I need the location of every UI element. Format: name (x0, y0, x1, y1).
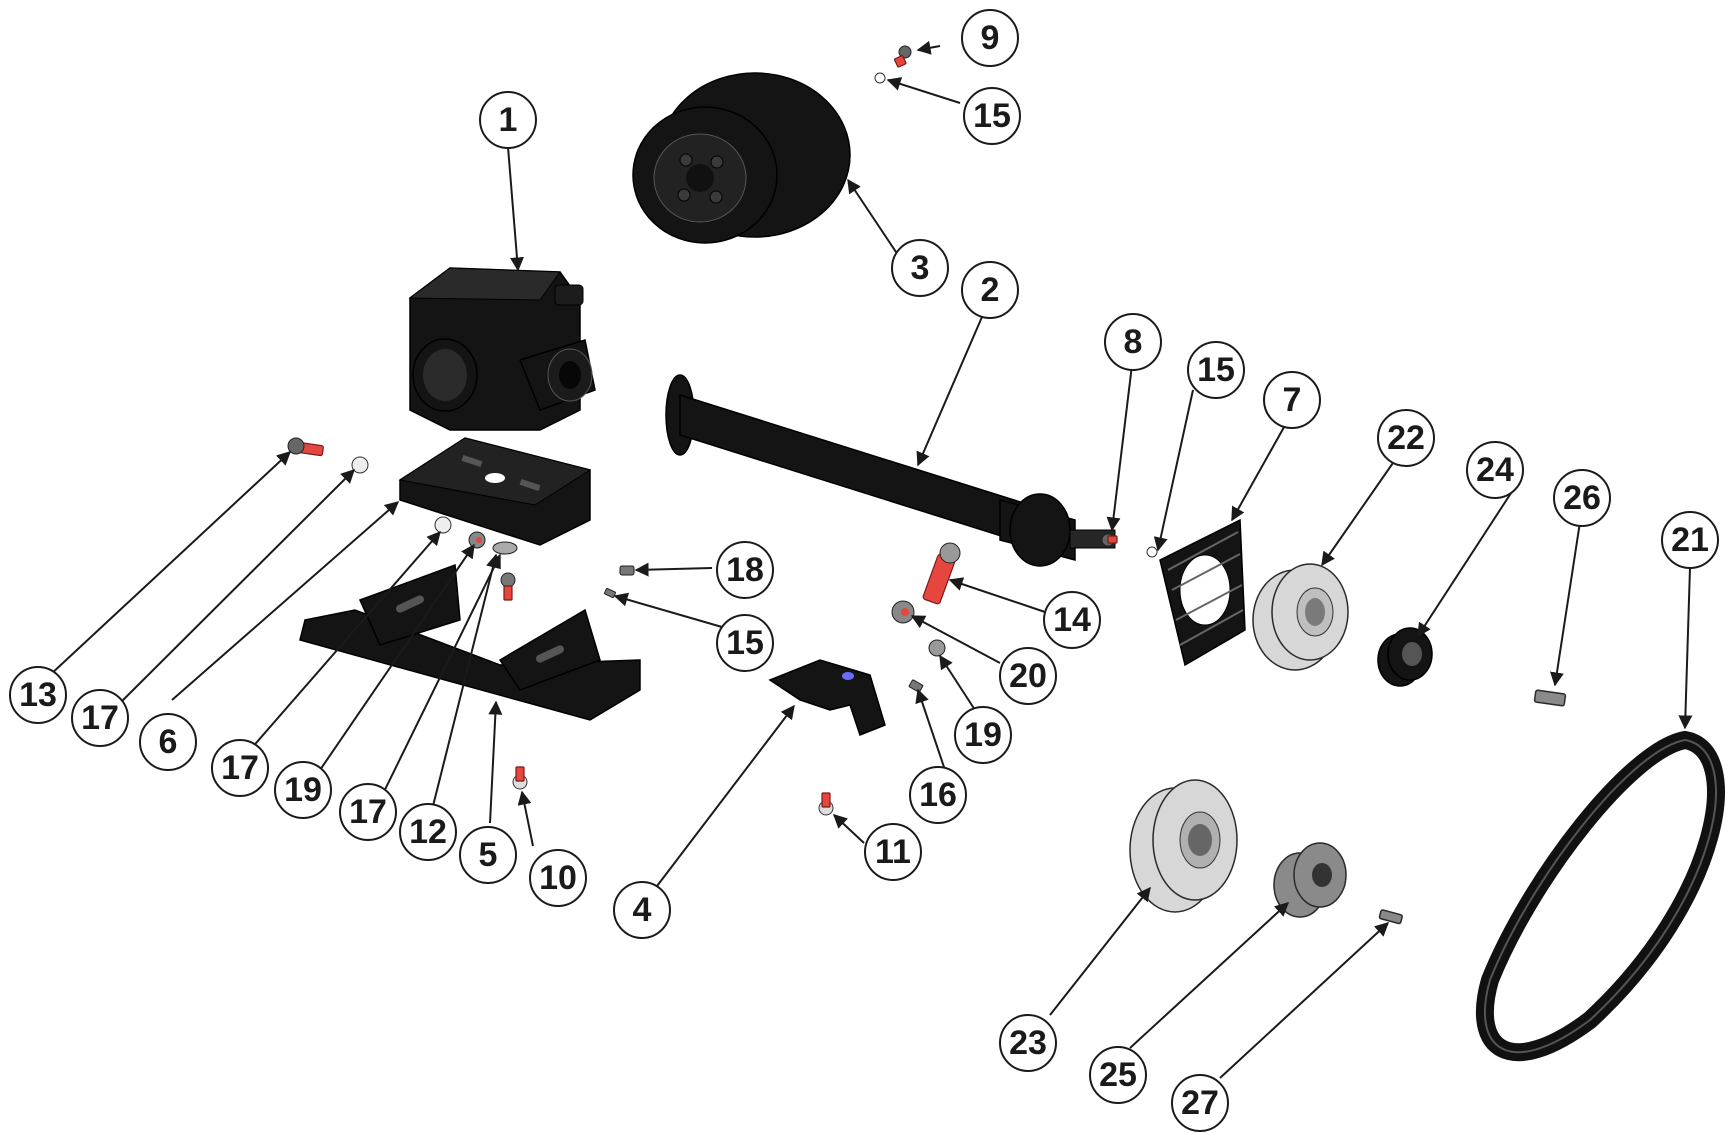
part-base-bracket (299, 563, 641, 721)
callout-19-left: 19 (274, 761, 332, 819)
svg-text:27: 27 (1181, 1084, 1219, 1122)
callout-23: 23 (999, 1014, 1057, 1072)
svg-text:4: 4 (633, 891, 652, 929)
callout-22: 22 (1377, 409, 1435, 467)
callout-10: 10 (529, 849, 587, 907)
svg-text:19: 19 (964, 716, 1002, 754)
callout-11: 11 (864, 823, 922, 881)
callout-15-top: 15 (963, 87, 1021, 145)
callout-4: 4 (613, 881, 671, 939)
callout-18: 18 (716, 541, 774, 599)
callout-17-left: 17 (71, 689, 129, 747)
callout-27: 27 (1171, 1074, 1229, 1132)
part-hub-bushing (1273, 842, 1347, 918)
svg-text:15: 15 (1197, 351, 1235, 389)
svg-text:22: 22 (1387, 419, 1425, 457)
callout-25: 25 (1089, 1046, 1147, 1104)
svg-text:14: 14 (1053, 601, 1091, 639)
svg-text:5: 5 (479, 836, 498, 874)
svg-text:18: 18 (726, 551, 764, 589)
callout-8: 8 (1104, 313, 1162, 371)
callout-2: 2 (961, 261, 1019, 319)
callout-bubbles: 1 2 3 4 5 6 7 8 9 10 11 12 13 14 15 15 1… (9, 9, 1719, 1132)
callout-12: 12 (399, 803, 457, 861)
svg-text:25: 25 (1099, 1056, 1137, 1094)
callout-3: 3 (891, 239, 949, 297)
part-seal-plate (1159, 518, 1246, 667)
svg-text:10: 10 (539, 859, 577, 897)
svg-text:23: 23 (1009, 1024, 1047, 1062)
callout-17-lower: 17 (339, 783, 397, 841)
svg-text:13: 13 (19, 676, 57, 714)
part-double-pulley (1252, 563, 1349, 671)
part-lower-pulley (1129, 779, 1238, 913)
part-key-27 (1378, 909, 1403, 925)
callout-16: 16 (909, 766, 967, 824)
svg-text:17: 17 (221, 749, 259, 787)
svg-text:12: 12 (409, 813, 447, 851)
part-small-bracket (768, 659, 886, 736)
svg-text:19: 19 (284, 771, 322, 809)
svg-text:8: 8 (1124, 323, 1143, 361)
part-large-pulley (632, 72, 851, 244)
svg-text:26: 26 (1563, 479, 1601, 517)
leader-lines (49, 40, 1693, 1079)
svg-text:7: 7 (1283, 381, 1302, 419)
part-mounting-plate (398, 437, 592, 546)
callout-15-middle: 15 (716, 614, 774, 672)
callout-24: 24 (1466, 441, 1524, 499)
svg-text:17: 17 (349, 793, 387, 831)
callout-6: 6 (139, 713, 197, 771)
callout-5: 5 (459, 826, 517, 884)
callout-13: 13 (9, 666, 67, 724)
part-key-26 (1533, 689, 1567, 707)
svg-text:9: 9 (981, 19, 1000, 57)
part-spacer-ring (1377, 627, 1433, 687)
svg-text:21: 21 (1671, 521, 1709, 559)
svg-text:17: 17 (81, 699, 119, 737)
svg-text:16: 16 (919, 776, 957, 814)
callout-17-center: 17 (211, 739, 269, 797)
callout-15-right: 15 (1187, 341, 1245, 399)
svg-text:6: 6 (159, 723, 178, 761)
callout-9: 9 (961, 9, 1019, 67)
svg-text:15: 15 (973, 97, 1011, 135)
part-gearbox (408, 267, 596, 431)
svg-text:11: 11 (875, 833, 911, 871)
svg-text:2: 2 (981, 271, 1000, 309)
svg-text:3: 3 (911, 249, 930, 287)
callout-21: 21 (1661, 511, 1719, 569)
svg-text:15: 15 (726, 624, 764, 662)
svg-text:20: 20 (1009, 657, 1047, 695)
callout-1: 1 (479, 91, 537, 149)
callout-14: 14 (1043, 591, 1101, 649)
callout-7: 7 (1263, 371, 1321, 429)
svg-text:1: 1 (499, 101, 518, 139)
callout-26: 26 (1553, 469, 1611, 527)
callout-19-right: 19 (954, 706, 1012, 764)
svg-text:24: 24 (1476, 451, 1514, 489)
part-v-belt (1476, 730, 1725, 1061)
part-shaft (665, 374, 1116, 567)
callout-20: 20 (999, 647, 1057, 705)
